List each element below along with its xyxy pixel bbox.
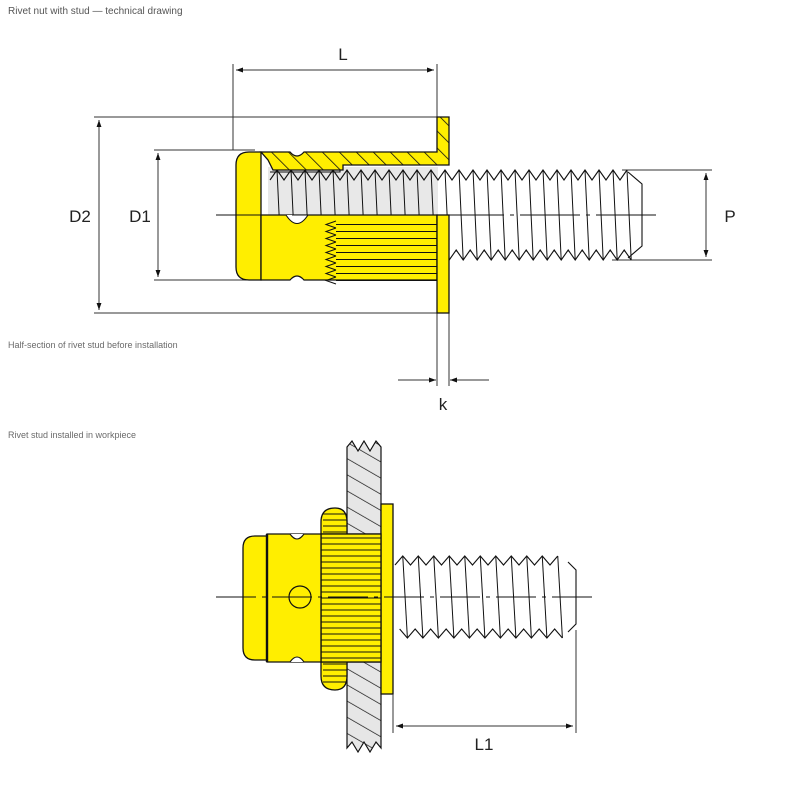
- knurl-tooth: [324, 262, 337, 271]
- dimension-k: k: [398, 313, 489, 414]
- knurl-serrations: [324, 220, 437, 285]
- dimension-P: P: [612, 169, 736, 261]
- installed-knurl-lines: [321, 513, 381, 683]
- dimension-D2-label: D2: [69, 207, 91, 226]
- diagram-title: Rivet nut with stud — technical drawing: [8, 6, 183, 17]
- installed-view-description: Rivet stud installed in workpiece: [8, 430, 137, 440]
- knurl-tooth: [324, 220, 337, 229]
- knurl-tooth: [324, 276, 337, 285]
- dimension-L1-label: L1: [475, 735, 494, 754]
- thread-flank: [479, 555, 486, 639]
- knurl-tooth: [324, 248, 337, 257]
- dimension-D1-label: D1: [129, 207, 151, 226]
- dimension-L-label: L: [338, 45, 347, 64]
- installed-view: L1: [216, 439, 592, 754]
- dimension-L1: L1: [392, 630, 577, 754]
- workpiece: [346, 439, 382, 754]
- nut-head: [235, 151, 262, 281]
- knurl-tooth: [324, 234, 337, 243]
- thread-flank: [514, 169, 520, 261]
- nut-body-section: [259, 116, 450, 171]
- dimension-L: L: [232, 45, 438, 150]
- section-view-description: Half-section of rivet stud before instal…: [8, 340, 178, 350]
- knurl-tooth: [324, 227, 337, 236]
- knurl-tooth: [324, 241, 337, 250]
- dimension-k-label: k: [439, 395, 448, 414]
- thread-flank: [433, 555, 439, 639]
- section-view: L D2 D1 P k: [69, 45, 736, 414]
- dimension-P-label: P: [724, 207, 735, 226]
- dimension-D2: D2: [69, 116, 440, 314]
- installed-nut-head: [242, 535, 268, 661]
- knurl-tooth: [324, 255, 337, 264]
- nut-flange: [436, 214, 450, 314]
- dimension-D1: D1: [129, 149, 255, 281]
- knurl-tooth: [324, 269, 337, 278]
- installed-flange: [380, 503, 394, 695]
